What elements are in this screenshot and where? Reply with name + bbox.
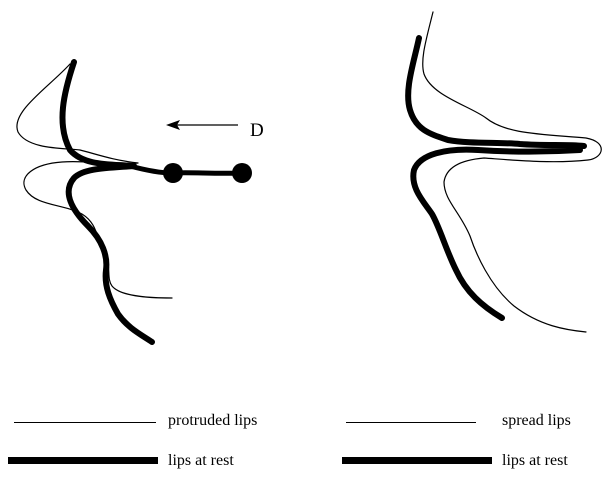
legend-right-thick-swatch bbox=[342, 457, 492, 464]
left-protruded-lips-outline bbox=[17, 64, 172, 298]
measure-dot-left bbox=[163, 163, 183, 183]
legend-right-thin-label: spread lips bbox=[502, 410, 602, 431]
legend-right-thick-label: lips at rest bbox=[502, 450, 602, 471]
right-rest-lips-outline bbox=[408, 38, 584, 318]
protrusion-measure-bar bbox=[130, 166, 242, 173]
legend-left-thick-label: lips at rest bbox=[168, 450, 268, 471]
left-rest-lips-outline bbox=[62, 62, 152, 342]
legend-left-thin-swatch bbox=[14, 422, 156, 423]
legend-left-thin-label: protruded lips bbox=[168, 410, 268, 431]
legend-left-thick-swatch bbox=[8, 457, 158, 464]
measure-dot-right bbox=[232, 163, 252, 183]
legend-right-thin-swatch bbox=[346, 422, 476, 423]
right-spread-lips-outline bbox=[423, 12, 602, 332]
arrow-label-d: D bbox=[250, 120, 264, 141]
